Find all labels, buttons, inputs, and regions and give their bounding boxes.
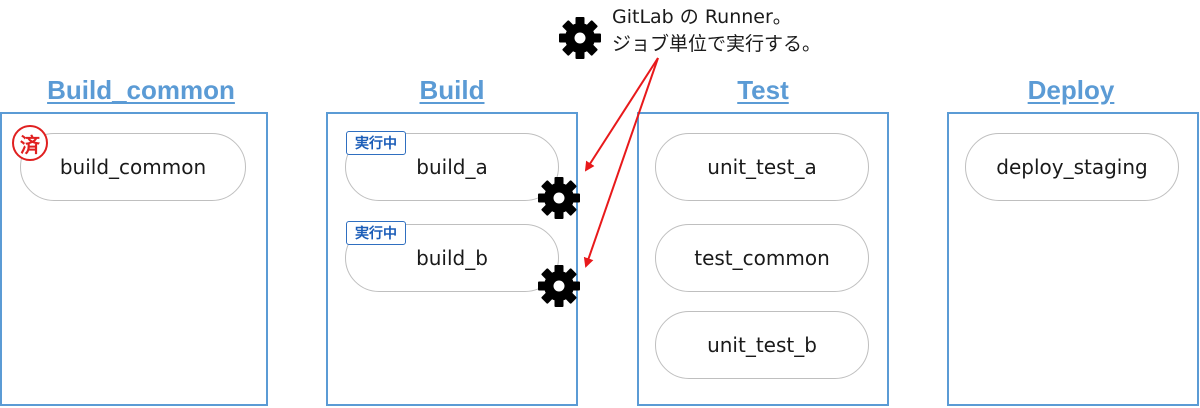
stage-title-build-common: Build_common [47, 75, 235, 105]
running-badge-build-b: 実行中 [346, 221, 406, 245]
job-unit-test-a[interactable]: unit_test_a [655, 133, 869, 201]
running-badge-build-a: 実行中 [346, 131, 406, 155]
job-deploy-staging[interactable]: deploy_staging [965, 133, 1179, 201]
stage-title-build: Build [419, 75, 485, 105]
gear-icon [559, 17, 601, 59]
job-test-common[interactable]: test_common [655, 224, 869, 292]
arrow-to-runner-build-b [583, 57, 659, 268]
arrow-to-runner-build-a [584, 57, 659, 172]
runner-note-line-1: GitLab の Runner。 [612, 6, 792, 28]
runner-note: GitLab の Runner。 ジョブ単位で実行する。 [612, 4, 852, 58]
job-unit-test-b[interactable]: unit_test_b [655, 311, 869, 379]
stage-title-deploy: Deploy [1027, 75, 1115, 105]
gear-icon [538, 265, 580, 307]
gear-icon [538, 177, 580, 219]
job-build-common[interactable]: build_common [20, 133, 246, 201]
done-stamp-build-common: 済 [12, 125, 48, 161]
runner-note-line-2: ジョブ単位で実行する。 [612, 33, 822, 55]
stage-title-test: Test [737, 75, 789, 105]
